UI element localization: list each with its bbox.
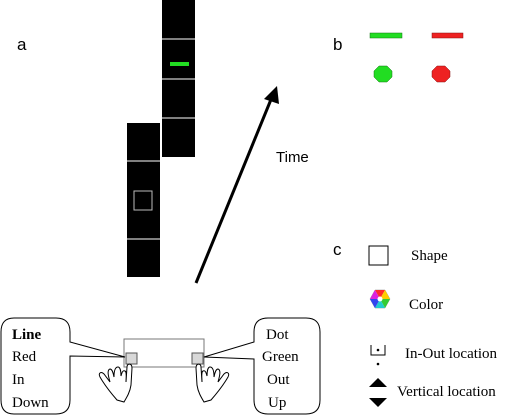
- bubble-outline: [0, 317, 126, 415]
- right-item-0: Dot: [266, 327, 289, 343]
- right-response-bubble: Dot Green Out Up: [203, 317, 321, 415]
- in-out-location-icon: [370, 345, 386, 366]
- color-examples: [369, 32, 464, 83]
- left-item-2: In: [12, 372, 25, 388]
- column-body: [127, 123, 160, 277]
- stimulus-column-lower: [127, 123, 160, 277]
- square-shape-stimulus: [133, 190, 153, 211]
- right-item-3: Up: [268, 395, 286, 411]
- right-item-1: Green: [262, 349, 299, 365]
- left-item-3: Down: [12, 395, 49, 411]
- bubble-outline: [203, 317, 321, 415]
- green-line-stimulus: [170, 62, 189, 66]
- left-response-key: [125, 352, 138, 365]
- panel-label-a: a: [17, 35, 27, 54]
- time-arrow-shaft: [194, 96, 274, 284]
- right-item-2: Out: [267, 372, 290, 388]
- feature-legend: Shape Color In-Out location Vertical loc…: [368, 245, 498, 407]
- legend-shape-label: Shape: [411, 248, 448, 264]
- legend-color-label: Color: [409, 297, 443, 313]
- left-hand-icon: [98, 363, 133, 403]
- shape-icon: [368, 245, 389, 266]
- green-line-example: [369, 32, 403, 39]
- response-device: [123, 338, 205, 368]
- red-dot-example: [431, 65, 451, 83]
- panel-label-b: b: [333, 35, 342, 54]
- stimulus-column-upper: [162, 0, 195, 157]
- left-item-0: Line: [12, 327, 42, 343]
- right-hand-icon: [195, 363, 230, 403]
- time-arrow-head: [264, 86, 279, 104]
- red-line-example: [431, 32, 464, 39]
- color-wheel-icon: [369, 289, 391, 309]
- panel-label-c: c: [333, 240, 342, 259]
- vertical-location-icon: [369, 378, 387, 407]
- green-dot-example: [373, 65, 393, 83]
- legend-vertical-label: Vertical location: [397, 384, 496, 400]
- left-response-bubble: Line Red In Down: [0, 317, 126, 415]
- time-arrow: [194, 86, 279, 284]
- time-label: Time: [276, 149, 309, 166]
- legend-inout-label: In-Out location: [405, 346, 498, 362]
- right-response-key: [191, 352, 204, 365]
- left-item-1: Red: [12, 349, 37, 365]
